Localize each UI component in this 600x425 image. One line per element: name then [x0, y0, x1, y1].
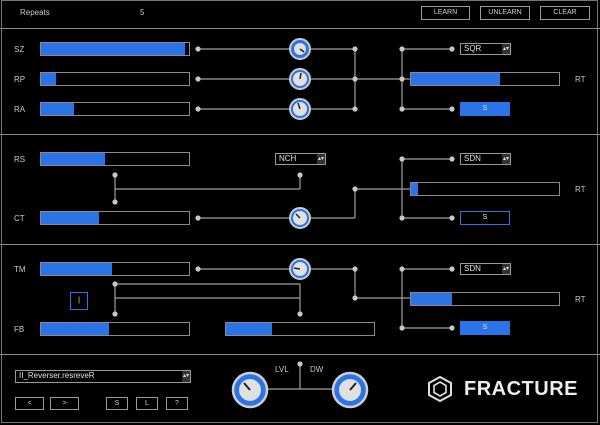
rt-slider-3[interactable] — [410, 292, 560, 306]
tm-knob[interactable] — [288, 257, 312, 281]
sz-slider[interactable] — [40, 42, 190, 56]
ct-slider-fill — [41, 212, 99, 224]
save-preset-button[interactable]: S — [106, 397, 128, 410]
filter-select-value: NCH — [279, 154, 297, 163]
ct-label: CT — [14, 214, 25, 223]
fb-label: FB — [14, 325, 25, 334]
clear-button[interactable]: CLEAR — [540, 6, 590, 20]
help-button[interactable]: ? — [166, 397, 188, 410]
rs-slider[interactable] — [40, 152, 190, 166]
divider-3 — [0, 354, 600, 355]
rt-slider-2[interactable] — [410, 182, 560, 196]
rt-label-2: RT — [575, 185, 586, 194]
prev-preset-button[interactable]: < — [15, 397, 44, 410]
chevron-updown-icon: ▴▾ — [502, 44, 510, 54]
repeats-label: Repeats — [20, 8, 50, 17]
shape-select-3[interactable]: SDN ▴▾ — [460, 263, 511, 275]
learn-button[interactable]: LEARN — [421, 6, 470, 20]
sz-knob[interactable] — [288, 37, 312, 61]
next-preset-button[interactable]: > — [50, 397, 79, 410]
chevron-updown-icon: ▴▾ — [317, 154, 325, 164]
preset-select-value: II_Reverser.resreveR — [19, 371, 95, 380]
chevron-updown-icon: ▴▾ — [502, 264, 510, 274]
repeats-value[interactable]: 5 — [140, 8, 145, 17]
shape-select-3-value: SDN — [464, 264, 481, 273]
dw-knob[interactable] — [331, 371, 369, 409]
shape-select-2-value: SDN — [464, 154, 481, 163]
rp-slider-fill — [41, 73, 56, 85]
ct-slider[interactable] — [40, 211, 190, 225]
rt-slider-3-fill — [411, 293, 453, 305]
lvl-knob[interactable] — [231, 371, 269, 409]
ra-slider[interactable] — [40, 102, 190, 116]
shape-select-2[interactable]: SDN ▴▾ — [460, 153, 511, 165]
rt-slider-1-fill — [411, 73, 500, 85]
rt-slider-2-fill — [411, 183, 419, 195]
fb-slider[interactable] — [40, 322, 190, 336]
chevron-updown-icon: ▴▾ — [182, 371, 190, 382]
rt-label-3: RT — [575, 295, 586, 304]
preset-select[interactable]: II_Reverser.resreveR ▴▾ — [15, 370, 191, 383]
unlearn-button[interactable]: UNLEARN — [480, 6, 530, 20]
s-button-3[interactable]: S — [460, 321, 510, 335]
rp-slider[interactable] — [40, 72, 190, 86]
sz-label: SZ — [14, 45, 25, 54]
tm-label: TM — [14, 265, 26, 274]
fracture-logo-icon — [428, 375, 452, 403]
ct-knob[interactable] — [288, 206, 312, 230]
tm-slider[interactable] — [40, 262, 190, 276]
lvl-label: LVL — [275, 365, 289, 374]
mid-slider[interactable] — [225, 322, 375, 336]
dw-label: DW — [310, 365, 324, 374]
shape-select-1[interactable]: SQR ▴▾ — [460, 43, 511, 55]
fb-slider-fill — [41, 323, 110, 335]
rt-slider-1[interactable] — [410, 72, 560, 86]
mid-slider-fill — [226, 323, 272, 335]
filter-select[interactable]: NCH ▴▾ — [275, 153, 326, 165]
load-preset-button[interactable]: L — [136, 397, 158, 410]
rs-slider-fill — [41, 153, 105, 165]
lock-button[interactable]: | — [70, 292, 88, 310]
ra-slider-fill — [41, 103, 74, 115]
s-button-2[interactable]: S — [460, 211, 510, 225]
tm-slider-fill — [41, 263, 113, 275]
sz-slider-fill — [41, 43, 185, 55]
s-button-1[interactable]: S — [460, 102, 510, 116]
divider-1 — [0, 134, 600, 135]
rs-label: RS — [14, 155, 26, 164]
rp-label: RP — [14, 75, 26, 84]
rp-knob[interactable] — [288, 67, 312, 91]
ra-label: RA — [14, 105, 26, 114]
rt-label-1: RT — [575, 75, 586, 84]
divider-2 — [0, 244, 600, 245]
divider-top — [0, 28, 600, 29]
shape-select-1-value: SQR — [464, 44, 482, 53]
ra-knob[interactable] — [288, 97, 312, 121]
fracture-logo-text: FRACTURE — [464, 378, 578, 400]
chevron-updown-icon: ▴▾ — [502, 154, 510, 164]
